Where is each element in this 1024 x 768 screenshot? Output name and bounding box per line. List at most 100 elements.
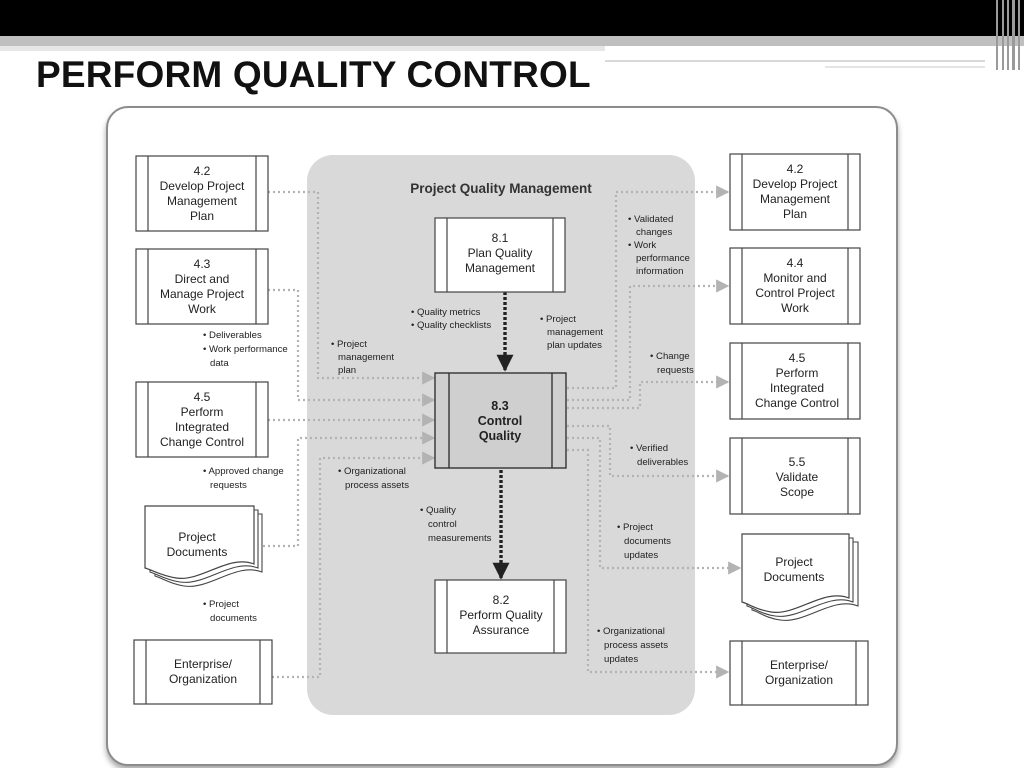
svg-text:• Project: • Project [540,314,576,325]
process-control-quality: 8.3 Control Quality [434,372,567,469]
title-rule-secondary [825,66,985,68]
svg-text:Direct and: Direct and [175,272,230,286]
label-verified-deliverables: • Verified deliverables [630,443,688,468]
svg-text:Work: Work [781,301,810,315]
svg-text:Assurance: Assurance [473,623,530,637]
svg-text:Change Control: Change Control [755,396,839,410]
svg-text:updates: updates [604,654,638,665]
svg-text:• Project: • Project [617,522,653,533]
area-title: Project Quality Management [410,181,592,196]
svg-text:• Quality: • Quality [420,505,456,516]
svg-text:• Validated: • Validated [628,214,673,225]
svg-text:• Organizational: • Organizational [597,626,665,637]
svg-text:requests: requests [210,480,247,491]
svg-text:control: control [428,519,457,530]
svg-text:documents: documents [210,613,257,624]
svg-text:Develop Project: Develop Project [160,179,245,193]
svg-text:• Quality metrics: • Quality metrics [411,307,481,318]
svg-text:Perform Quality: Perform Quality [459,608,542,622]
output-enterprise-organization: Enterprise/ Organization [729,640,869,706]
svg-text:4.2: 4.2 [194,164,211,178]
svg-text:Work: Work [188,302,217,316]
label-pm-plan-updates: • Project management plan updates [540,314,603,351]
svg-text:Project: Project [775,555,813,569]
label-deliverables: • Deliverables • Work performance data [203,330,288,369]
svg-text:plan updates: plan updates [547,340,602,351]
dotted-connectors [258,185,742,679]
slide-title: PERFORM QUALITY CONTROL [36,54,591,95]
svg-text:Change Control: Change Control [160,435,244,449]
svg-text:Integrated: Integrated [770,381,824,395]
input-box-direct-manage-work: 4.3 Direct and Manage Project Work [135,248,269,325]
output-box-monitor-control-work: 4.4 Monitor and Control Project Work [729,247,861,325]
svg-text:• Work performance: • Work performance [203,344,288,355]
svg-text:updates: updates [624,550,658,561]
top-black-bar [0,0,1024,36]
svg-text:Management: Management [465,261,536,275]
input-enterprise-organization: Enterprise/ Organization [133,639,273,705]
label-approved-change-requests: • Approved change requests [203,466,284,491]
svg-text:information: information [636,266,683,277]
svg-text:Perform: Perform [181,405,224,419]
svg-text:Quality: Quality [479,429,521,443]
svg-text:• Project: • Project [331,339,367,350]
svg-text:Management: Management [167,194,238,208]
output-box-develop-pm-plan: 4.2 Develop Project Management Plan [729,153,861,231]
input-box-integrated-change-control: 4.5 Perform Integrated Change Control [135,381,269,458]
label-project-documents-updates: • Project documents updates [617,522,671,561]
svg-text:Organization: Organization [765,673,833,687]
svg-text:• Change: • Change [650,351,690,362]
svg-text:Enterprise/: Enterprise/ [174,657,233,671]
svg-text:4.4: 4.4 [787,256,804,270]
label-project-documents-input: • Project documents [203,599,257,624]
svg-text:data: data [210,358,229,369]
svg-text:8.2: 8.2 [493,593,510,607]
center-connectors [492,292,514,580]
svg-text:• Deliverables: • Deliverables [203,330,262,341]
label-pm-plan: • Project management plan [331,339,394,376]
svg-text:• Project: • Project [203,599,239,610]
title-rule [605,60,985,62]
svg-text:Manage Project: Manage Project [160,287,245,301]
svg-text:Integrated: Integrated [175,420,229,434]
process-perform-quality-assurance: 8.2 Perform Quality Assurance [434,579,567,654]
label-qc-measurements: • Quality control measurements [420,505,492,544]
svg-text:• Organizational: • Organizational [338,466,406,477]
svg-text:5.5: 5.5 [789,455,806,469]
svg-text:Control: Control [478,414,522,428]
svg-text:Perform: Perform [776,366,819,380]
svg-text:Validate: Validate [776,470,819,484]
svg-text:4.5: 4.5 [194,390,211,404]
svg-text:Control Project: Control Project [755,286,835,300]
svg-text:• Approved change: • Approved change [203,466,284,477]
svg-text:process assets: process assets [604,640,668,651]
svg-text:Plan Quality: Plan Quality [468,246,533,260]
process-plan-quality-management: 8.1 Plan Quality Management [434,217,566,293]
input-box-develop-pm-plan: 4.2 Develop Project Management Plan [135,155,269,232]
svg-text:performance: performance [636,253,690,264]
output-box-integrated-change-control: 4.5 Perform Integrated Change Control [729,342,861,420]
svg-text:Enterprise/: Enterprise/ [770,658,829,672]
svg-text:measurements: measurements [428,533,492,544]
svg-text:Plan: Plan [783,207,807,221]
corner-stripes [992,0,1024,70]
svg-text:process assets: process assets [345,480,409,491]
svg-text:4.5: 4.5 [789,351,806,365]
label-opa-updates: • Organizational process assets updates [597,626,668,665]
svg-text:• Work: • Work [628,240,656,251]
input-project-documents: Project Documents [144,505,263,587]
svg-text:Monitor and: Monitor and [763,271,826,285]
svg-text:requests: requests [657,365,694,376]
svg-text:changes: changes [636,227,672,238]
label-change-requests: • Change requests [650,351,694,376]
svg-text:• Quality checklists: • Quality checklists [411,320,491,331]
svg-text:documents: documents [624,536,671,547]
top-light-band [0,46,605,51]
svg-text:management: management [338,352,394,363]
label-organizational-process-assets: • Organizational process assets [338,466,409,491]
svg-text:Scope: Scope [780,485,814,499]
svg-text:8.1: 8.1 [492,231,509,245]
svg-text:Organization: Organization [169,672,237,686]
output-project-documents: Project Documents [741,533,859,621]
label-quality-metrics: • Quality metrics • Quality checklists [411,307,491,331]
